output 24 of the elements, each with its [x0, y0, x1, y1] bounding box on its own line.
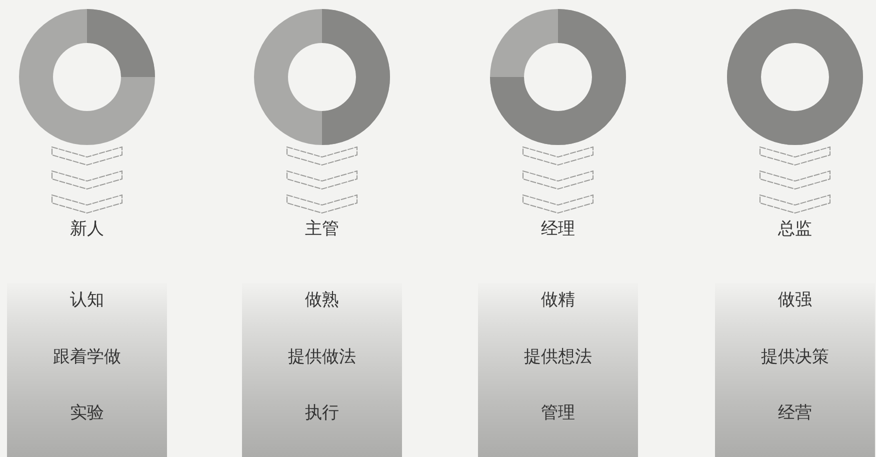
column-text: 提供决策 — [760, 346, 830, 368]
column-text: 认知 — [69, 289, 105, 311]
role-label: 经理 — [540, 218, 576, 240]
role-label: 总监 — [777, 218, 813, 240]
role-label: 主管 — [304, 218, 340, 240]
column-text: 做精 — [540, 289, 576, 311]
column-text: 跟着学做 — [52, 346, 122, 368]
chevron-arrow — [52, 146, 122, 214]
column-text: 做强 — [777, 289, 813, 311]
column-text: 执行 — [304, 402, 340, 424]
role-label: 新人 — [69, 218, 105, 240]
column-text: 实验 — [69, 402, 105, 424]
column-text: 经营 — [777, 402, 813, 424]
gradient-column — [242, 283, 402, 457]
column-text: 做熟 — [304, 289, 340, 311]
gradient-column — [7, 283, 167, 457]
chevron-arrow — [522, 146, 594, 214]
chevron-arrow — [286, 146, 358, 214]
gradient-column — [715, 283, 875, 457]
column-text: 提供想法 — [523, 346, 593, 368]
chevron-arrow — [760, 146, 830, 214]
column-text: 管理 — [540, 402, 576, 424]
column-text: 提供做法 — [287, 346, 357, 368]
gradient-column — [478, 283, 638, 457]
